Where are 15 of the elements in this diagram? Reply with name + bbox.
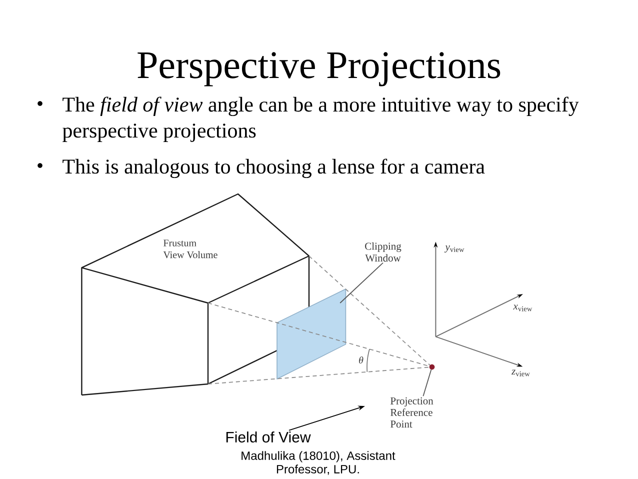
- callout-label: Clipping Window: [365, 242, 402, 262]
- axis-label: y$_{view}$: [444, 245, 464, 253]
- leader-line: [340, 262, 384, 304]
- volume-label: Frustum View Volume: [163, 240, 218, 258]
- slide-title: Perspective Projections: [138, 52, 500, 86]
- bullet-text: This is analogous to choosing a lense for a camera: [62, 158, 485, 178]
- footer-text: Madhulika (18010), Assistant Professor, LPU.: [242, 451, 396, 475]
- clipping-window: [276, 288, 346, 380]
- axis-label: z$_{view}$: [511, 370, 530, 376]
- angle-label: θ: [359, 356, 364, 364]
- callout-label: Projection Reference Point: [390, 397, 434, 428]
- bullet-text: The field of view angle can be a more intuitive way to specify perspective projections: [62, 96, 579, 142]
- leader-line: [422, 369, 432, 397]
- callout-label: Field of View: [226, 431, 311, 442]
- axis-label: x$_{view}$: [513, 304, 532, 312]
